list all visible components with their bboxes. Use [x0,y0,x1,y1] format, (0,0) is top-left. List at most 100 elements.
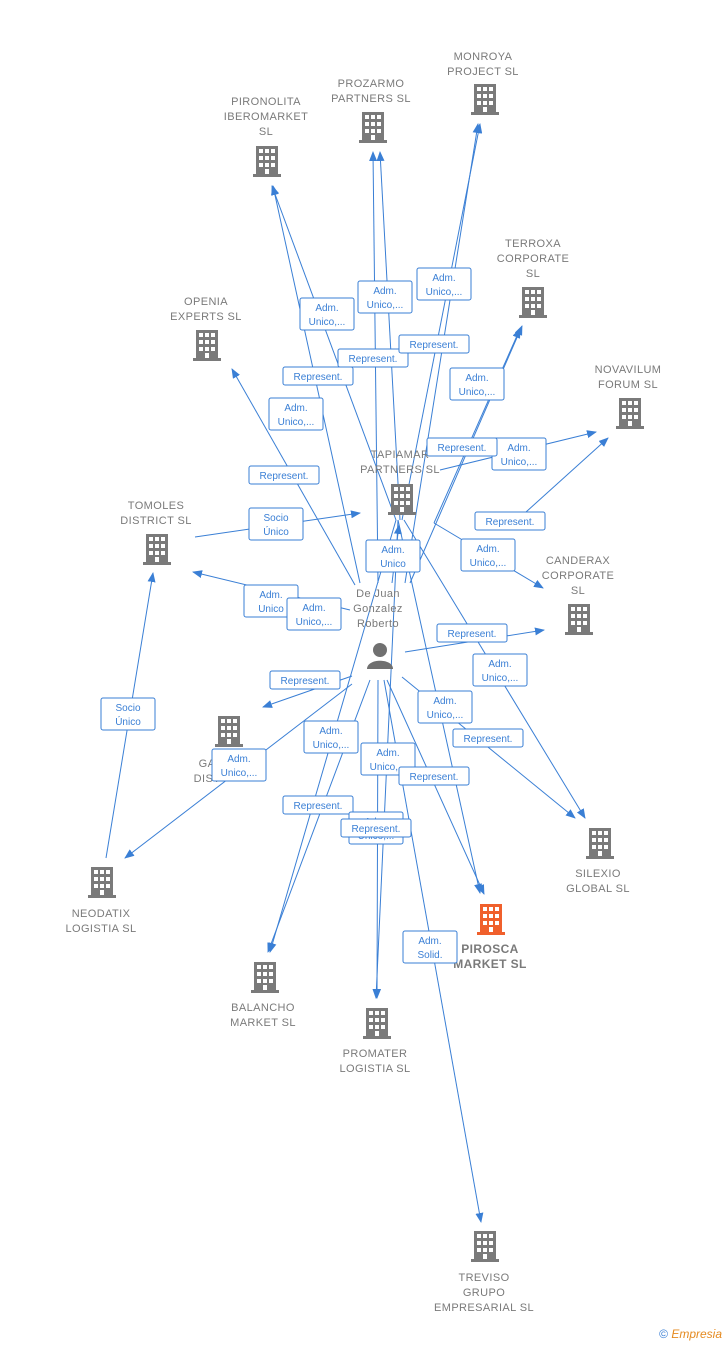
node-label: NEODATIX [72,908,131,920]
node-label: PROZARMO [338,78,405,90]
footer: © Empresia [659,1327,722,1341]
edge-label-box[interactable]: Adm.Unico,... [416,267,472,301]
edge-label-text: Represent. [294,801,343,812]
edge-label-text: Unico,... [367,300,404,311]
edge-label-box[interactable]: Adm.Unico,... [268,397,324,431]
node-label: DISTRICT SL [120,515,191,527]
edge-label-text: Adm. [227,754,250,765]
edge-label-box[interactable]: Adm.Unico,... [472,653,528,687]
edge-label-box[interactable]: Adm.Unico,... [417,690,473,724]
edge-label-text: Unico,... [501,457,538,468]
building-icon [471,84,499,115]
node-label: TREVISO [458,1272,509,1284]
building-icon [388,484,416,515]
edge-label-box[interactable]: Adm. Unico,... [286,597,342,631]
building-icon [477,904,505,935]
edge-label-box[interactable]: Represent. [474,511,546,531]
building-icon [359,112,387,143]
edge-label-box[interactable]: Represent. [398,766,470,786]
building-icon [519,287,547,318]
edge-label-text: Único [263,525,289,538]
node-neodatix[interactable]: NEODATIX LOGISTIA SL [65,867,136,935]
edge-label-box[interactable]: Adm.Solid. [402,930,458,964]
node-label: NOVAVILUM [595,364,662,376]
edge-label-box[interactable]: Adm.Unico,... [449,367,505,401]
edge-label-text: Adm. [259,590,282,601]
edge-label-text: Unico,... [221,768,258,779]
edge-label-box[interactable]: Adm.Unico,... [460,538,516,572]
node-label: EMPRESARIAL SL [434,1302,534,1314]
building-icon [471,1231,499,1262]
edge-label-text: Adm. [507,443,530,454]
building-icon [363,1008,391,1039]
node-prozarmo[interactable]: PROZARMO PARTNERS SL [331,78,411,143]
edge-label-text: Represent. [448,629,497,640]
edge-label-box[interactable]: Represent. [426,437,498,457]
edge-label-box[interactable]: Adm.Unico,... [357,280,413,314]
edge-label-text: Adm. [476,544,499,555]
edge-label-box[interactable]: Adm. Unico,... [299,297,355,331]
node-label: GA [199,758,216,770]
empresia-logo[interactable]: Empresia [671,1327,722,1341]
edge-label-box[interactable]: Represent. [282,366,354,386]
edge-label-text: Adm. [302,603,325,614]
edge-label-text: Unico,... [309,317,346,328]
edge-label-text: Socio [115,703,140,714]
edge-label-text: Represent. [294,372,343,383]
node-label: CANDERAX [546,555,611,567]
edge-label-box[interactable]: Represent. [269,670,341,690]
edge-label-box[interactable]: Represent. [282,795,354,815]
edge-label-box[interactable]: Adm. Unico,... [303,720,359,754]
edge-label-text: Unico,... [278,417,315,428]
edge-label-box[interactable]: Adm. Unico,... [491,437,547,471]
node-label: LOGISTIA SL [339,1063,410,1075]
edge-label-box[interactable]: Represent. [340,818,412,838]
building-icon [253,146,281,177]
edge-label-text: Represent. [349,354,398,365]
edge-label-text: Adm. [488,659,511,670]
node-label: PARTNERS SL [331,93,411,105]
edge-label-box[interactable]: Represent. [337,348,409,368]
edge-label-box[interactable]: Represent. [452,728,524,748]
node-label: SL [526,268,540,280]
edge-label-text: Represent. [410,340,459,351]
node-label: TERROXA [505,238,561,250]
node-label: GLOBAL SL [566,883,630,895]
building-icon [88,867,116,898]
node-label: LOGISTIA SL [65,923,136,935]
node-label: SL [259,126,273,138]
edge-label-text: Unico,... [459,387,496,398]
edge-label-text: Unico,... [296,617,333,628]
edge-label-text: Adm. [319,726,342,737]
edge-label-text: Unico,... [370,762,407,773]
edge-label-text: Unico [380,559,406,570]
edge-label-box[interactable]: Adm. Unico,... [211,748,267,782]
node-label: PIRONOLITA [231,96,301,108]
copyright-symbol: © [659,1327,668,1341]
edge-label-box[interactable]: Represent. [248,465,320,485]
hub-edge-line [433,328,521,524]
edge-label-box[interactable]: Represent. [436,623,508,643]
hub-edge-line [376,151,401,521]
edge-label-box[interactable]: Adm.Unico [365,539,421,573]
edge-label-box[interactable]: Represent. [398,334,470,354]
edge-label-text: Adm. [315,303,338,314]
edge-label-text: Unico,... [313,740,350,751]
